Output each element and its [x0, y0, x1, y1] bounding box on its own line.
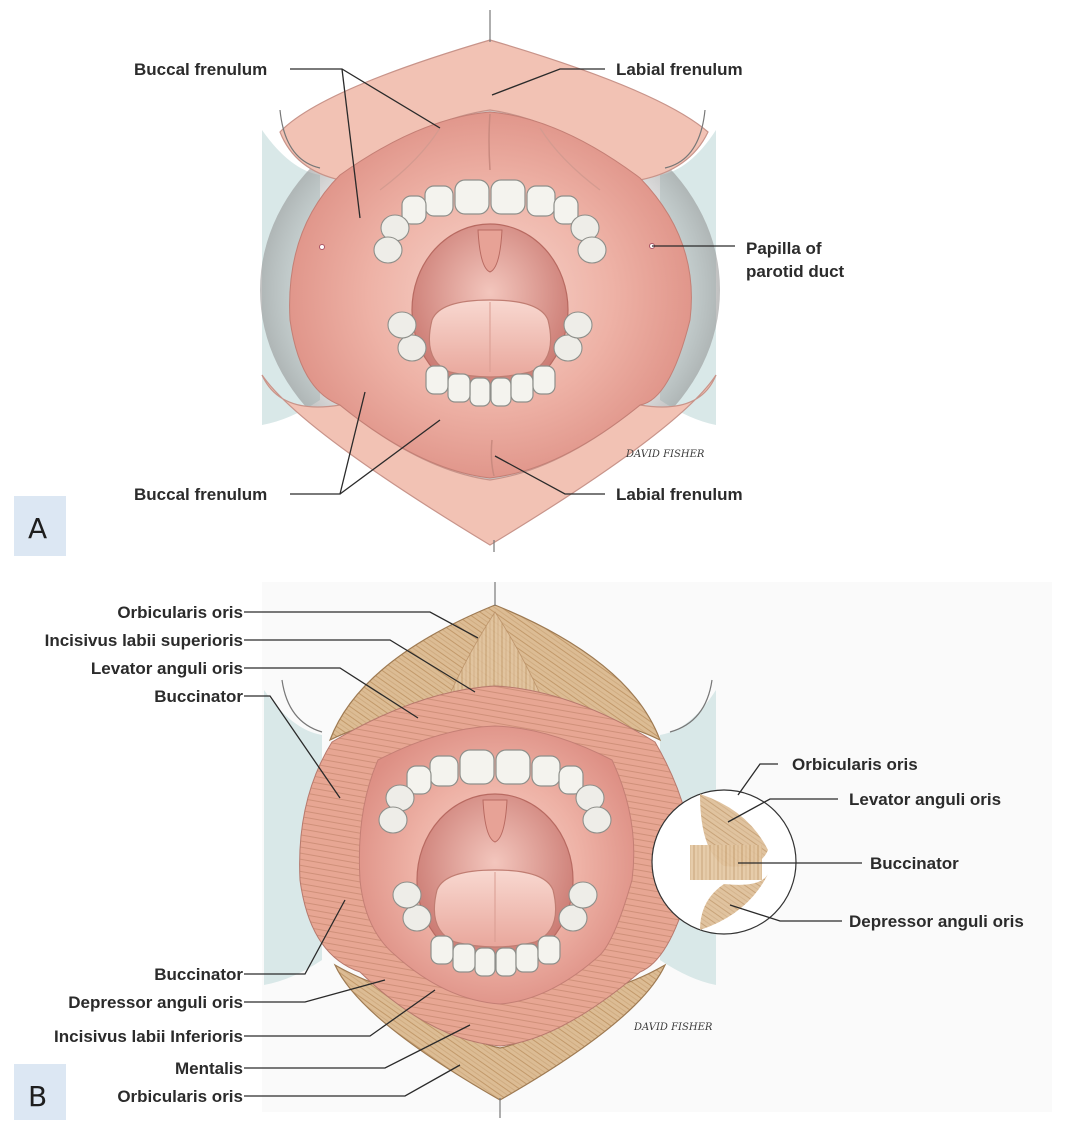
label-levator-anguli-oris: Levator anguli oris [91, 659, 243, 678]
label-papilla-line2: parotid duct [746, 262, 845, 281]
label-inset-buccinator: Buccinator [870, 854, 959, 873]
artist-signature-a: DAVID FISHER [625, 449, 705, 460]
label-orbicularis-oris-bottom: Orbicularis oris [117, 1087, 243, 1106]
panel-b: Orbicularis oris Incisivus labii superio… [14, 582, 1052, 1120]
label-inset-orbicularis-oris: Orbicularis oris [792, 755, 918, 774]
label-papilla-line1: Papilla of [746, 239, 822, 258]
panel-letter-b: B [28, 1080, 47, 1113]
label-buccinator-lower: Buccinator [154, 965, 243, 984]
label-inset-levator-anguli-oris: Levator anguli oris [849, 790, 1001, 809]
label-inset-depressor-anguli-oris: Depressor anguli oris [849, 912, 1024, 931]
label-depressor-anguli-oris: Depressor anguli oris [68, 993, 243, 1012]
panel-letter-a: A [28, 512, 47, 545]
panel-a: Buccal frenulum Labial frenulum Papilla … [14, 10, 845, 556]
label-mentalis: Mentalis [175, 1059, 243, 1078]
inset-magnifier [652, 790, 796, 934]
label-incisivus-inferioris: Incisivus labii Inferioris [54, 1027, 243, 1046]
label-buccinator-upper: Buccinator [154, 687, 243, 706]
label-buccal-frenulum-lower: Buccal frenulum [134, 485, 267, 504]
papilla-left-a [320, 245, 325, 250]
label-buccal-frenulum-upper: Buccal frenulum [134, 60, 267, 79]
artist-signature-b: DAVID FISHER [633, 1022, 713, 1033]
label-labial-frenulum-lower: Labial frenulum [616, 485, 743, 504]
label-orbicularis-oris-top: Orbicularis oris [117, 603, 243, 622]
label-incisivus-superioris: Incisivus labii superioris [45, 631, 243, 650]
label-labial-frenulum-upper: Labial frenulum [616, 60, 743, 79]
